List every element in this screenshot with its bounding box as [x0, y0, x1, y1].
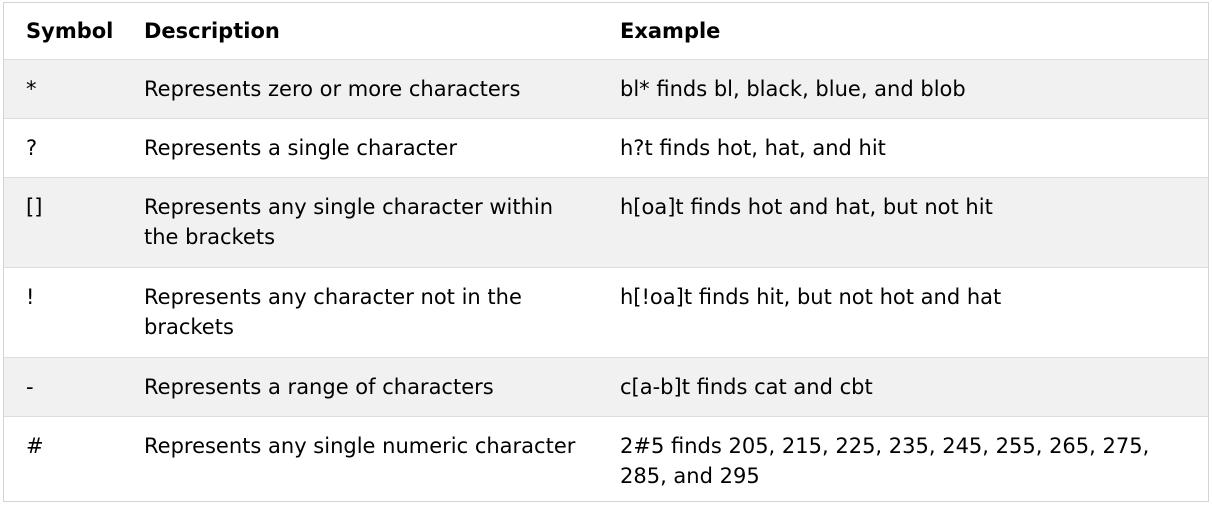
symbol-cell: # [26, 433, 44, 458]
table-row: - Represents a range of characters c[a-b… [4, 357, 1208, 416]
table-row: # Represents any single numeric characte… [4, 416, 1208, 501]
symbol-cell: [] [26, 194, 43, 219]
example-cell: h?t finds hot, hat, and hit [620, 135, 886, 160]
example-cell: h[oa]t finds hot and hat, but not hit [620, 194, 993, 219]
table-row: [] Represents any single character withi… [4, 177, 1208, 267]
wildcards-table-container: Symbol Description Example * Represents … [3, 2, 1209, 502]
description-cell: Represents a single character [144, 135, 457, 160]
table-header-row: Symbol Description Example [4, 3, 1208, 59]
example-cell: h[!oa]t finds hit, but not hot and hat [620, 284, 1002, 309]
table-row: ! Represents any character not in the br… [4, 267, 1208, 357]
description-cell: Represents any single numeric character [144, 433, 576, 458]
description-cell: Represents a range of characters [144, 374, 494, 399]
description-cell: Represents any character not in the brac… [144, 284, 522, 339]
table-row: ? Represents a single character h?t find… [4, 118, 1208, 177]
symbol-cell: * [26, 76, 37, 101]
example-cell: bl* finds bl, black, blue, and blob [620, 76, 966, 101]
table-row: * Represents zero or more characters bl*… [4, 59, 1208, 118]
column-header-symbol: Symbol [26, 18, 114, 43]
description-cell: Represents zero or more characters [144, 76, 521, 101]
example-cell: c[a-b]t finds cat and cbt [620, 374, 873, 399]
symbol-cell: ! [26, 284, 35, 309]
wildcards-table: Symbol Description Example * Represents … [4, 3, 1208, 501]
symbol-cell: ? [26, 135, 38, 160]
column-header-example: Example [620, 18, 721, 43]
symbol-cell: - [26, 374, 34, 399]
column-header-description: Description [144, 18, 280, 43]
example-cell: 2#5 finds 205, 215, 225, 235, 245, 255, … [620, 433, 1150, 488]
description-cell: Represents any single character within t… [144, 194, 554, 249]
